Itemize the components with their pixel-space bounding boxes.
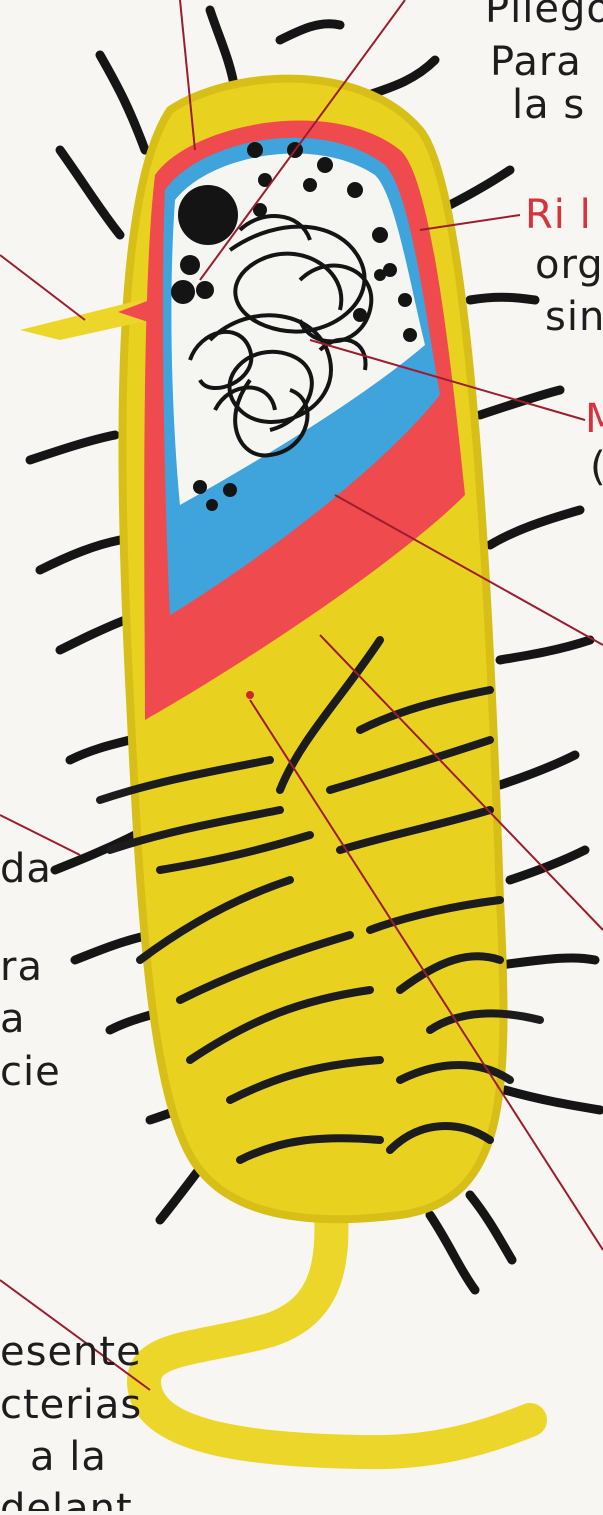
label-flagellum-3: a la: [30, 1434, 107, 1480]
label-membrane-1: M: [585, 396, 603, 442]
label-flagellum-4: delant: [0, 1486, 133, 1511]
inclusion-body: [178, 185, 238, 245]
label-flagellum-1: esente: [0, 1329, 142, 1375]
label-ribosome-3: sin: [545, 294, 603, 340]
label-membrane-2: (: [590, 444, 603, 490]
pointer-dot: [246, 691, 254, 699]
label-fimbria-1: da: [0, 846, 52, 892]
label-fimbria-3: a: [0, 996, 26, 1042]
label-fimbria-2: ra: [0, 944, 43, 990]
label-ribosome-2: org: [535, 242, 603, 288]
label-top-right-3: la s: [512, 82, 585, 128]
label-fimbria-4: cie: [0, 1049, 61, 1095]
label-ribosome-1: Ri l: [525, 192, 592, 238]
flagellum: [144, 1195, 530, 1452]
label-top-right-1: Pliego: [485, 0, 603, 32]
label-flagellum-2: cterias: [0, 1382, 142, 1428]
label-top-right-2: Para: [490, 39, 582, 85]
